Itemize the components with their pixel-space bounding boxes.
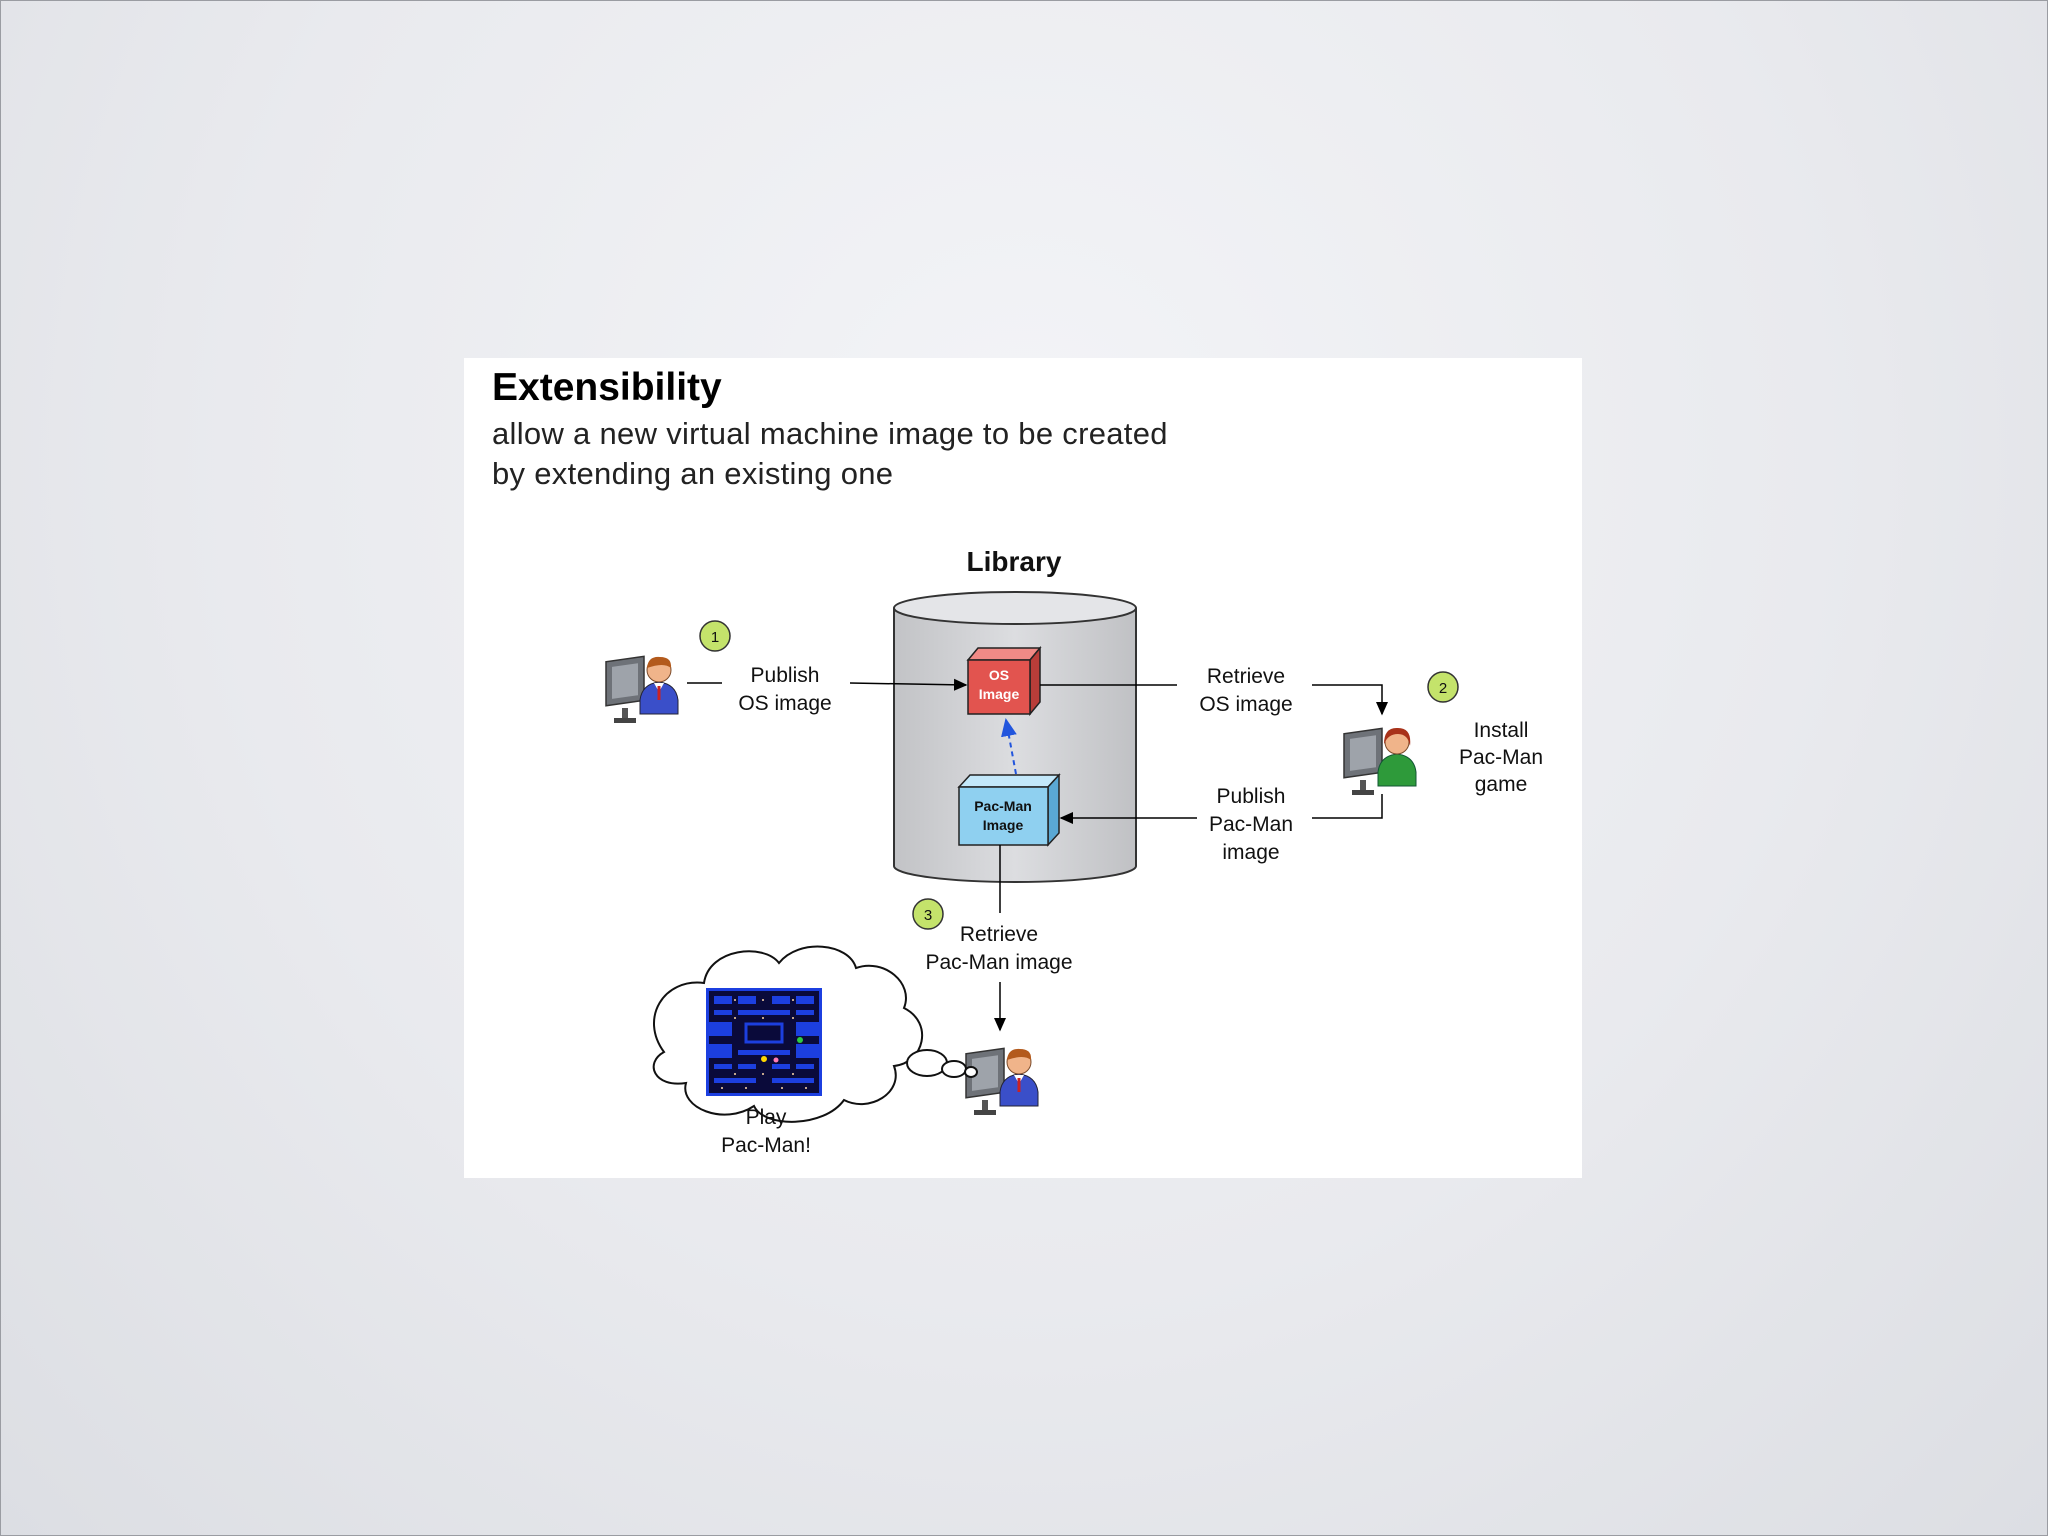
step-3-badge	[912, 898, 944, 930]
pacman-image-cube: Pac-Man Image	[957, 773, 1061, 847]
slide-title: Extensibility	[492, 366, 722, 409]
retrieve-pacman-label-line2: Pac-Man image	[925, 951, 1072, 974]
step-2-number: 2	[1439, 680, 1447, 697]
developer-user-icon	[1343, 727, 1417, 795]
step-2-badge	[1427, 671, 1459, 703]
retrieve-os-label-line2: OS image	[1199, 693, 1292, 716]
step-3-number: 3	[924, 907, 932, 924]
pacman-maze-image	[706, 988, 822, 1096]
retrieve-os-label-line1: Retrieve	[1207, 665, 1285, 688]
library-label: Library	[967, 546, 1062, 577]
player-user-icon	[965, 1047, 1039, 1115]
publisher-user-icon	[605, 655, 679, 723]
extensibility-diagram: Library OS Image Pac-Man Image 1	[605, 546, 1543, 1157]
publish-pacman-label-line2: Pac-Man	[1209, 813, 1293, 836]
play-pacman-label-line2: Pac-Man!	[721, 1134, 811, 1157]
slide-subtitle: allow a new virtual machine image to be …	[492, 416, 1168, 491]
publish-pacman-label-line1: Publish	[1217, 785, 1286, 808]
os-image-cube: OS Image	[966, 645, 1042, 717]
publish-os-arrow	[849, 678, 968, 691]
library-cylinder	[893, 591, 1137, 883]
retrieve-os-arrow	[1312, 684, 1388, 716]
step-1-badge	[699, 620, 731, 652]
pacman-image-label-line1: Pac-Man	[974, 798, 1032, 814]
install-pacman-label-line1: Install	[1474, 719, 1529, 742]
install-pacman-label-line3: game	[1475, 773, 1528, 796]
publish-pacman-label-line3: image	[1222, 841, 1279, 864]
play-pacman-label-line1: Play	[746, 1106, 787, 1129]
slide: Extensibility allow a new virtual machin…	[464, 358, 1582, 1178]
publish-os-label-line2: OS image	[738, 692, 831, 715]
retrieve-pacman-label-line1: Retrieve	[960, 923, 1038, 946]
extends-arrow	[1001, 718, 1017, 775]
publish-os-label-line1: Publish	[751, 664, 820, 687]
step-1-number: 1	[711, 629, 719, 646]
publish-pacman-line-right	[1312, 794, 1383, 819]
install-pacman-label-line2: Pac-Man	[1459, 746, 1543, 769]
os-image-label-line2: Image	[979, 686, 1020, 702]
os-image-label-line1: OS	[989, 667, 1009, 683]
pacman-image-label-line2: Image	[983, 817, 1024, 833]
